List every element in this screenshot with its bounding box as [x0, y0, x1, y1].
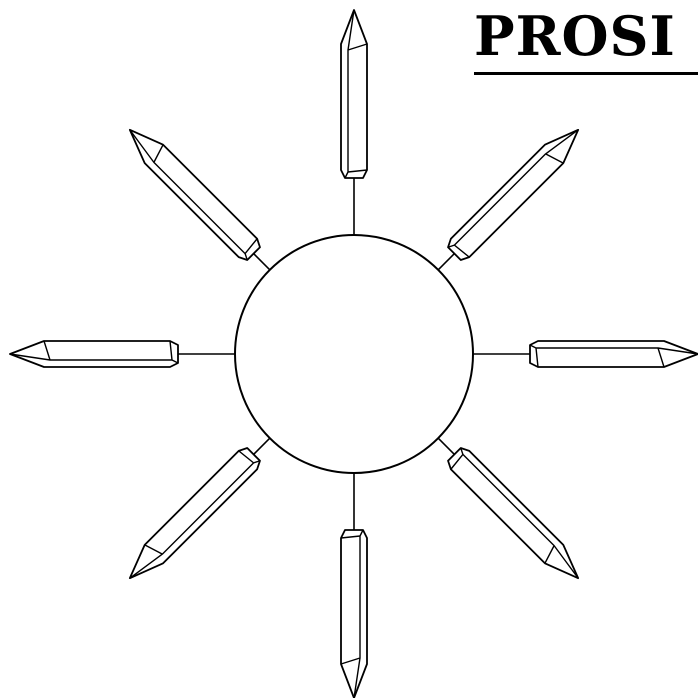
crystal-e	[530, 341, 698, 367]
center-circle	[235, 235, 473, 473]
spoke-nw	[254, 254, 270, 270]
crystal-se	[445, 445, 587, 587]
crystal-ne	[445, 121, 587, 263]
crystal-n	[341, 10, 367, 178]
crystal-sw	[121, 445, 263, 587]
crystal-s	[341, 530, 367, 698]
crystal-nw	[121, 121, 263, 263]
crystal-w	[10, 341, 178, 367]
spoke-sw	[254, 438, 270, 454]
spoke-ne	[438, 254, 454, 270]
spoke-se	[438, 438, 454, 454]
